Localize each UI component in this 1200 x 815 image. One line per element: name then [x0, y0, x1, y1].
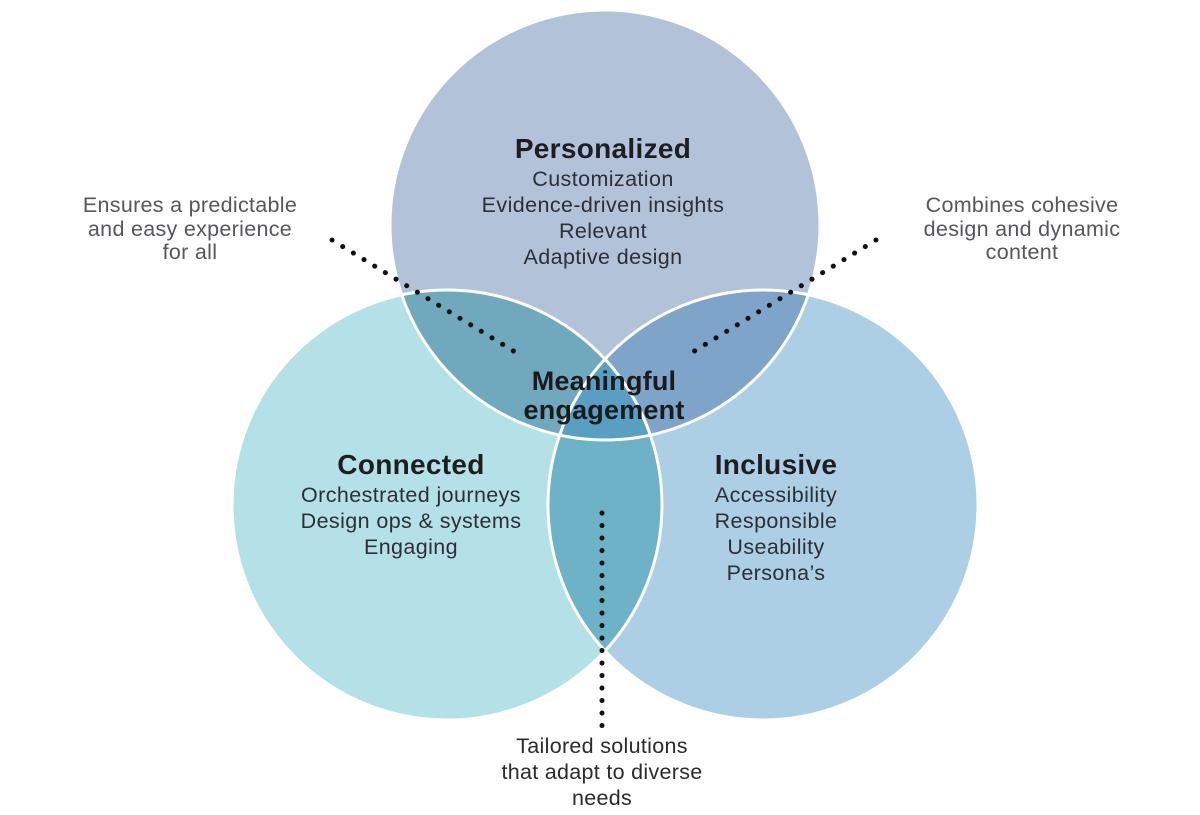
connected-item: Engaging: [363, 535, 459, 559]
personalized-item: Adaptive design: [523, 245, 683, 269]
connected-label-group: Connected Orchestrated journeys Design o…: [301, 448, 522, 560]
inclusive-item: Accessibility: [714, 483, 838, 507]
connected-title: Connected: [337, 449, 485, 480]
center-label-line: engagement: [523, 394, 685, 425]
personalized-title: Personalized: [514, 133, 692, 164]
outline-inclusive: [546, 288, 980, 722]
dotted-connector-right: [685, 237, 879, 358]
personalized-item: Relevant: [558, 219, 648, 243]
callout-right-line: content: [985, 240, 1059, 264]
dotted-connector-left: [329, 237, 523, 358]
callout-bottom-line: needs: [571, 786, 633, 810]
connected-item: Orchestrated journeys: [301, 483, 521, 507]
overlap-personalized-inclusive: [548, 290, 820, 440]
center-label-line: Meaningful: [531, 366, 677, 396]
outline-personalized: [388, 8, 822, 442]
inclusive-item: Useability: [727, 535, 825, 559]
callout-left-line: and easy experience: [87, 216, 293, 241]
callout-bottom: Tailored solutions that adapt to diverse…: [501, 733, 702, 811]
callout-bottom-line: that adapt to diverse: [501, 760, 703, 784]
callout-right-line: Combines cohesive: [925, 193, 1119, 217]
inclusive-item: Persona’s: [726, 561, 826, 585]
callout-bottom-line: Tailored solutions: [516, 734, 688, 758]
callout-left: Ensures a predictable and easy experienc…: [82, 193, 298, 265]
personalized-item: Customization: [532, 167, 674, 191]
center-label-group: Meaningful engagement: [523, 367, 684, 424]
callout-right: Combines cohesive design and dynamic con…: [923, 193, 1121, 265]
callout-left-line: Ensures a predictable: [82, 193, 298, 217]
callout-left-line: for all: [162, 240, 218, 264]
inclusive-item: Responsible: [714, 509, 838, 533]
overlap-personalized-connected: [390, 290, 662, 440]
outline-connected: [230, 288, 664, 722]
personalized-label-group: Personalized Customization Evidence-driv…: [482, 132, 725, 270]
callout-right-line: design and dynamic: [923, 216, 1121, 241]
connected-item: Design ops & systems: [300, 509, 522, 533]
personalized-item: Evidence-driven insights: [481, 193, 725, 217]
inclusive-label-group: Inclusive Accessibility Responsible Usea…: [715, 448, 838, 586]
inclusive-title: Inclusive: [714, 449, 838, 480]
